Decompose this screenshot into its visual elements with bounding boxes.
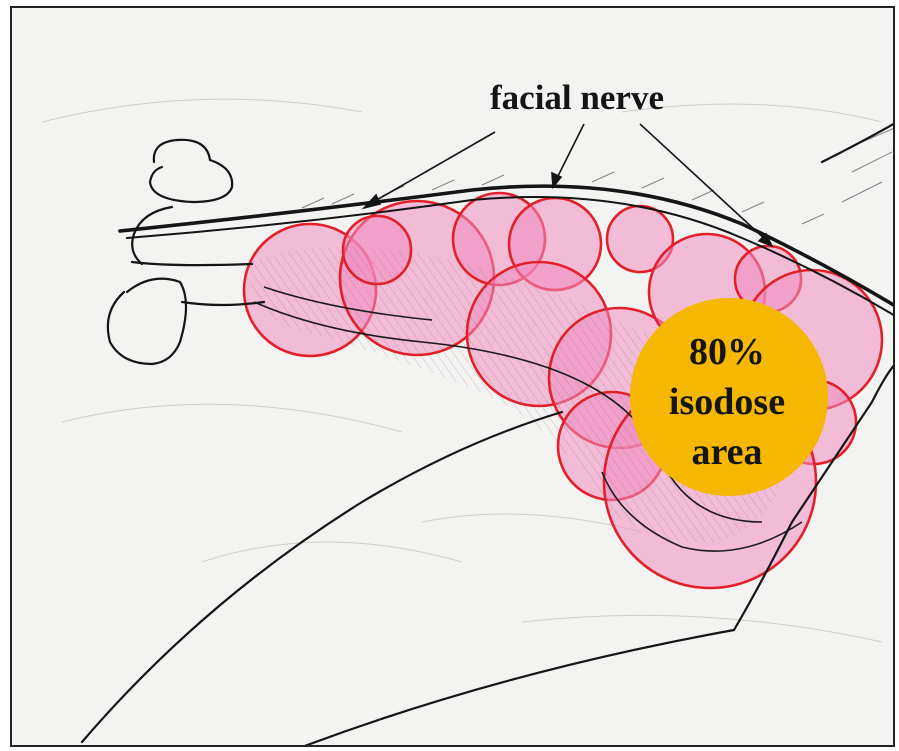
svg-text:80%: 80% xyxy=(689,331,765,373)
svg-text:isodose: isodose xyxy=(669,381,785,423)
illustration: facial nerve 80% isodose area xyxy=(12,8,895,747)
facial-nerve-label: facial nerve xyxy=(490,78,664,117)
figure-frame: facial nerve 80% isodose area xyxy=(10,6,895,747)
svg-text:area: area xyxy=(691,431,762,473)
